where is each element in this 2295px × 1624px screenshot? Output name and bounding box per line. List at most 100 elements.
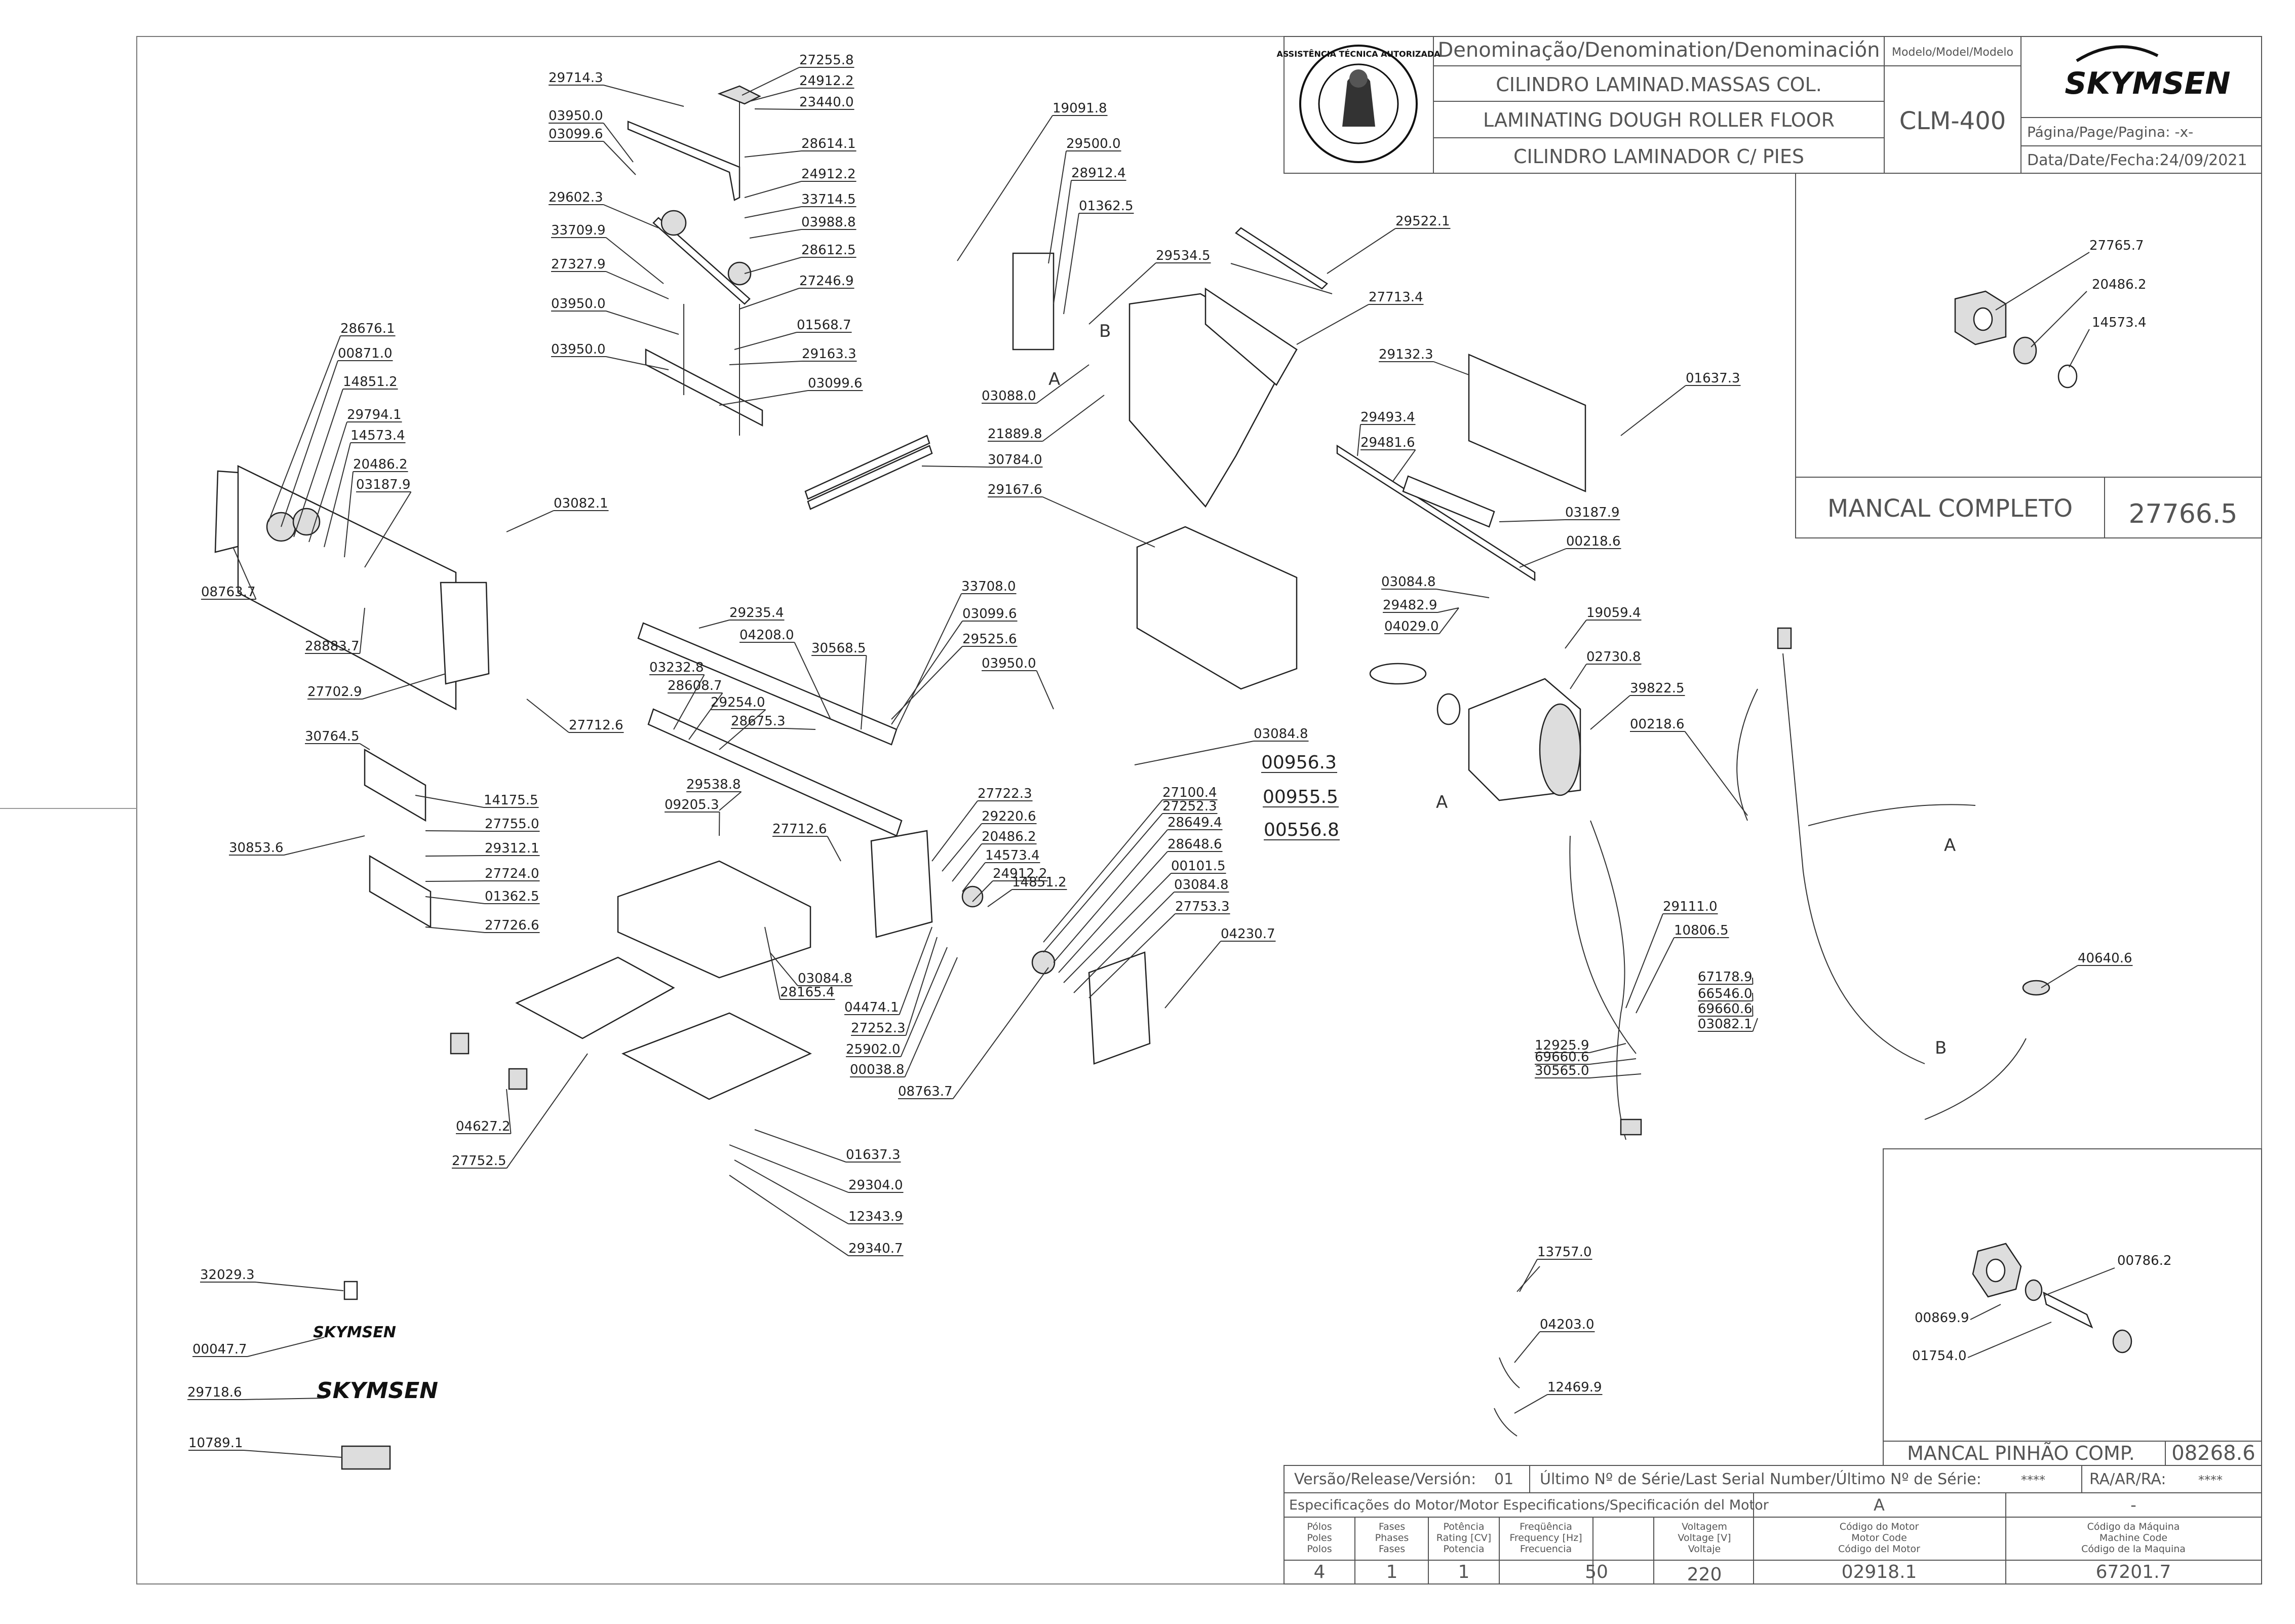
part-label: 03088.0 [982,389,1036,404]
part-label: 33709.9 [551,223,606,238]
name-en: LAMINATING DOUGH ROLLER FLOOR [1483,109,1835,131]
part-label: 29602.3 [549,190,603,205]
leader-line [827,836,841,862]
svg-text:Rating [CV]: Rating [CV] [1436,1532,1491,1543]
svg-text:67201.7: 67201.7 [2096,1562,2171,1582]
leader-line [719,390,808,406]
part-label: 09205.3 [665,797,719,813]
spec-col-motor-code: Código do Motor Motor Code Código del Mo… [1838,1521,1920,1582]
leader-line [899,926,932,1015]
spec-table: Versão/Release/Versión: 01 Último Nº de … [1283,1465,2262,1585]
part-label: 14573.4 [2092,315,2147,330]
leader-line [1519,1259,1538,1292]
part-label: 14573.4 [351,428,405,443]
leader-line [744,206,802,218]
leader-line [359,743,370,750]
leader-line [729,1144,849,1193]
part-label: 14851.2 [343,374,398,390]
part-label: 28165.4 [780,985,835,1000]
leader-line [952,967,1049,1099]
leader-line [1088,913,1176,998]
leader-line [603,123,634,163]
svg-text:4: 4 [1314,1562,1326,1582]
part-label: 01754.0 [1912,1348,1967,1364]
leader-line [284,835,365,856]
leader-line [606,271,669,299]
leader-line [1042,395,1105,442]
spec-col-poles: Pólos Poles Polos 4 [1307,1521,1332,1582]
part-label: 27327.9 [551,257,606,272]
leader-line [769,952,798,986]
part-label: 29481.6 [1360,435,1415,450]
part-label: 28614.1 [801,136,856,151]
leader-line [1752,1018,1758,1032]
part-label: 28912.4 [1071,166,1126,181]
leader-line [921,466,988,468]
part-label: 28676.1 [340,321,395,336]
leader-line [744,257,802,274]
part-label-large: 00956.3 [1261,752,1337,773]
leader-line [942,823,982,872]
svg-text:Código del Motor: Código del Motor [1838,1543,1920,1555]
ra-value: **** [2198,1473,2223,1487]
part-label: 32029.3 [200,1267,255,1283]
brand-logo: SKYMSEN [2065,66,2230,101]
part-label: 27702.9 [307,684,362,700]
leader-line [362,673,446,700]
leader-line [1570,664,1587,689]
leader-line [415,795,484,808]
part-label: 29312.1 [485,841,539,856]
part-label: 30853.6 [229,840,284,856]
part-label: 00869.9 [1915,1310,1969,1326]
leader-line [606,356,669,370]
part-label: 29500.0 [1066,136,1121,151]
part-label: 29525.6 [962,632,1017,647]
part-label: 21889.8 [988,427,1042,442]
inset1-code: 27766.5 [2128,499,2237,529]
spec-col-voltage: Voltagem Voltage [V] Voltaje 220 [1678,1521,1731,1585]
leader-line [1620,385,1686,436]
inset-mancal-completo: MANCAL COMPLETO 27766.5 27765.7 20486.2 … [1795,173,2262,538]
leader-line [1357,424,1361,456]
part-label: 27713.4 [1369,290,1423,305]
leader-line [1636,937,1675,1014]
leader-line [764,926,781,1000]
leader-line [1589,1058,1637,1065]
part-label: 69660.6 [1698,1001,1753,1017]
leader-line [506,510,554,532]
leader-line [425,926,485,933]
leader-line [364,491,412,568]
part-label: 00101.5 [1171,859,1226,874]
leader-line [1499,519,1566,522]
part-label: 29482.9 [1383,598,1437,613]
inset2-code: 08268.6 [2171,1442,2255,1465]
part-label: 67178.9 [1698,970,1753,985]
inset1-title: MANCAL COMPLETO [1827,494,2073,523]
svg-text:02918.1: 02918.1 [1842,1562,1917,1582]
part-label: 27724.0 [485,866,539,881]
leader-line [506,1089,512,1134]
part-label: 14175.5 [484,793,538,808]
leader-line [606,311,679,335]
leader-line [744,150,802,158]
svg-text:Código de la Maquina: Código de la Maquina [2081,1543,2186,1555]
part-label: 13757.0 [1537,1245,1592,1260]
part-label: 04208.0 [740,628,794,643]
part-label: 08763.7 [201,585,256,600]
part-label: 00038.8 [850,1062,905,1077]
svg-text:50: 50 [1585,1562,1608,1582]
part-label: 29167.6 [988,482,1042,497]
svg-text:Potência: Potência [1444,1521,1485,1532]
leader-line [1433,361,1469,375]
machine-col-dash: - [2130,1495,2136,1515]
leader-line [1514,1394,1548,1414]
svg-text:1: 1 [1386,1562,1398,1582]
spec-col-machine-code: Código da Máquina Machine Code Código de… [2081,1521,2186,1582]
part-label: 04627.2 [456,1119,511,1134]
part-label: 00047.7 [192,1342,247,1357]
part-label: 29254.0 [711,695,765,710]
model-header: Modelo/Model/Modelo [1892,46,2013,59]
brand-decal-large: SKYMSEN [317,1378,438,1404]
denomination-header: Denominação/Denomination/Denominación [1437,38,1880,62]
